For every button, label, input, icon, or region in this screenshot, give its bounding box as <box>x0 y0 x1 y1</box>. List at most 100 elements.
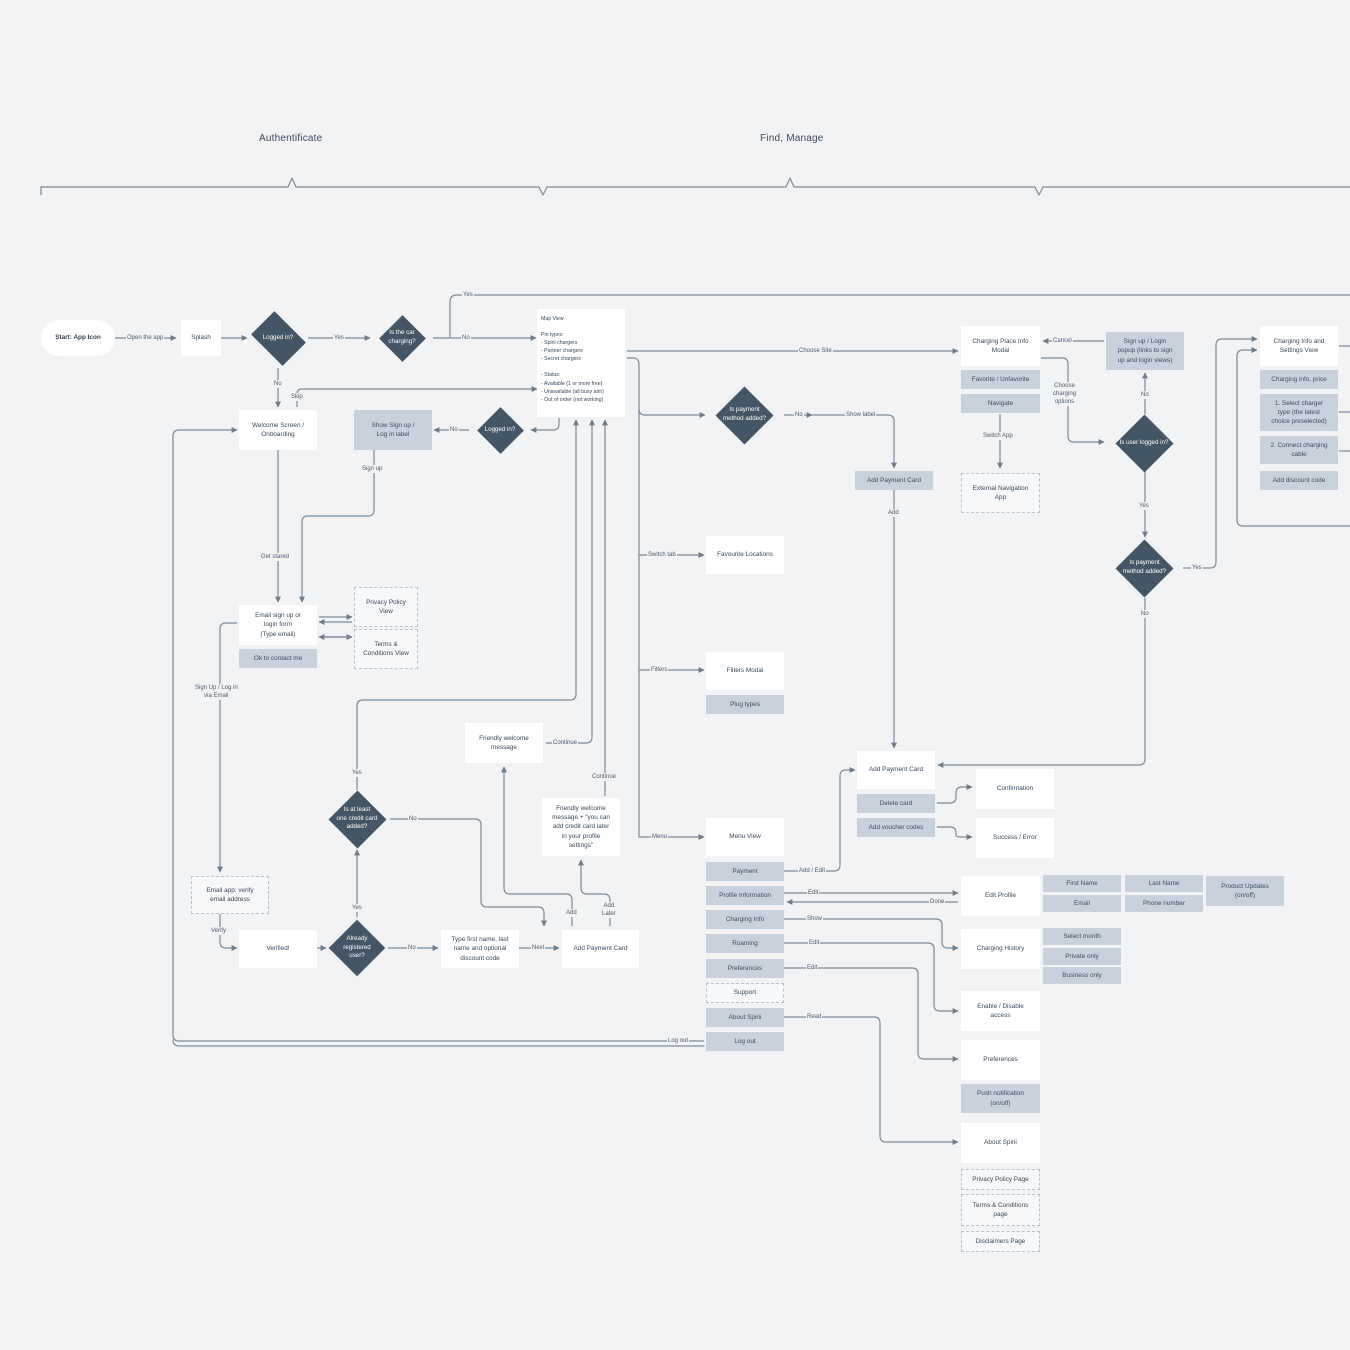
edge-label-continue: Continue <box>552 739 579 747</box>
menu-item-about-spirii[interactable]: About Spirii <box>706 1008 784 1027</box>
decision-user-logged-in: Is user logged in? <box>1104 414 1184 472</box>
privacy-policy-view[interactable]: Privacy Policy View <box>354 587 418 627</box>
push-notification-toggle[interactable]: Push notification (on/off) <box>961 1084 1040 1113</box>
business-only-filter[interactable]: Business only <box>1043 967 1121 984</box>
edge-label-get-stared: Get stared <box>260 553 291 561</box>
decision-logged-in-text: Logged in? <box>262 333 294 341</box>
edge-label-no-method: No <box>1140 610 1150 618</box>
friendly-welcome-message-later[interactable]: Friendly welcome message + "you can add … <box>542 798 620 856</box>
edge-label-skip: Skip <box>290 393 304 401</box>
decision-payment-method-charge-text: Is payment method added? <box>1122 559 1166 575</box>
section-find-manage: Find, Manage <box>760 133 824 144</box>
last-name-field[interactable]: Last Name <box>1125 875 1203 892</box>
success-error-screen[interactable]: Success / Error <box>976 818 1054 858</box>
decision-logged-in: Logged in? <box>247 310 309 366</box>
menu-item-roaming[interactable]: Roaming <box>706 934 784 953</box>
phone-number-field[interactable]: Phone number <box>1125 895 1203 912</box>
navigate-button[interactable]: Navigate <box>961 394 1040 413</box>
external-navigation-app[interactable]: External Navigation App <box>961 473 1040 513</box>
edge-label-log-out: Log out <box>667 1037 690 1045</box>
terms-conditions-view[interactable]: Terms & Conditions View <box>354 629 418 669</box>
menu-item-payment[interactable]: Payment <box>706 862 784 881</box>
edge-label-next: Next <box>531 944 546 952</box>
email-field[interactable]: Email <box>1043 895 1121 912</box>
edge-label-sign-up: Sign up <box>361 465 384 473</box>
charging-info-settings-view[interactable]: Charging Info and Settings View <box>1260 326 1338 366</box>
delete-card-button[interactable]: Delete card <box>857 794 935 813</box>
start-app-icon[interactable]: Start: App Icon <box>41 320 115 356</box>
menu-item-support[interactable]: Support <box>706 983 784 1003</box>
map-view[interactable]: Map View Pin types: - Spirii chargers - … <box>537 309 625 417</box>
charging-place-info-modal[interactable]: Charging Place Info Modal <box>961 326 1040 366</box>
edge-label-no: No <box>273 380 283 388</box>
plug-types[interactable]: Plug types <box>706 695 784 714</box>
edge-label-signup-email: Sign Up / Log in via Email <box>194 684 239 700</box>
menu-item-charging-info[interactable]: Charging Info <box>706 910 784 929</box>
add-payment-card-label[interactable]: Add Payment Card <box>855 471 933 490</box>
select-month-filter[interactable]: Select month <box>1043 928 1121 945</box>
edge-label-add: Add <box>565 909 578 917</box>
decision-user-logged-in-text: Is user logged in? <box>1119 438 1169 446</box>
favourite-locations[interactable]: Favourite Locations <box>706 536 784 574</box>
add-voucher-codes-button[interactable]: Add voucher codes <box>857 818 935 837</box>
edge-label-no-signup: No <box>449 426 459 434</box>
edge-label-read: Read <box>806 1013 823 1021</box>
menu-view[interactable]: Menu View <box>706 818 784 856</box>
add-discount-code[interactable]: Add discount code <box>1260 471 1338 490</box>
welcome-screen[interactable]: Welcome Screen / Onboarding <box>239 410 317 450</box>
signup-login-popup[interactable]: Sign up / Login popup (links to sign up … <box>1106 332 1184 370</box>
email-app-verify[interactable]: Email app: verify email address <box>191 876 269 914</box>
friendly-welcome-message[interactable]: Friendly welcome message <box>465 723 543 763</box>
edge-label-no-payment: No <box>794 411 804 419</box>
edge-label-continue-later: Continue <box>591 773 618 781</box>
email-signup-form[interactable]: Email sign up or login form (Type email) <box>239 605 317 645</box>
charging-history-screen[interactable]: Charging History <box>961 929 1040 969</box>
edge-label-add-card: Add <box>887 509 900 517</box>
first-name-field[interactable]: First Name <box>1043 875 1121 892</box>
edge-label-open-app: Open the app <box>126 334 165 342</box>
menu-item-preferences[interactable]: Preferences <box>706 959 784 978</box>
verified-screen[interactable]: Verified! <box>239 930 317 968</box>
type-name-form[interactable]: Type first name, last name and optional … <box>441 930 519 968</box>
menu-item-profile-information[interactable]: Profile Information <box>706 886 784 905</box>
menu-item-log-out[interactable]: Log out <box>706 1032 784 1051</box>
terms-conditions-page[interactable]: Terms & Conditions page <box>961 1194 1040 1226</box>
decision-already-registered: Already registered user? <box>326 919 388 977</box>
edge-label-cancel: Cancel <box>1052 337 1073 345</box>
edge-label-filters: Filters <box>650 666 669 674</box>
decision-credit-card-added-text: Is at least one credit card added? <box>336 805 378 831</box>
favorite-unfavorite-button[interactable]: Favorite / Unfavorite <box>961 370 1040 389</box>
edge-label-yes-top: Yes <box>462 291 474 299</box>
decision-payment-method-map: Is payment method added? <box>705 386 784 444</box>
decision-already-registered-text: Already registered user? <box>343 934 371 960</box>
filters-modal[interactable]: Filters Modal <box>706 652 784 690</box>
product-updates-toggle[interactable]: Product Updates (on/off) <box>1206 876 1284 906</box>
select-charger-type[interactable]: 1. Select charger type (the latest choic… <box>1260 394 1338 431</box>
edge-label-no-logged: No <box>1140 391 1150 399</box>
charging-info-price[interactable]: Charging info, price <box>1260 370 1338 389</box>
edge-label-yes-method: Yes <box>1191 564 1203 572</box>
privacy-policy-page[interactable]: Privacy Policy Page <box>961 1169 1040 1190</box>
connect-charging-cable[interactable]: 2. Connect charging cable <box>1260 436 1338 464</box>
add-payment-card-signup[interactable]: Add Payment Card <box>562 930 639 968</box>
show-signup-label[interactable]: Show Sign up / Log in label <box>354 410 432 450</box>
about-spirii-screen[interactable]: About Spirii <box>961 1123 1040 1163</box>
decision-car-charging: Is the car charging? <box>371 314 433 362</box>
confirmation-screen[interactable]: Confirmation <box>976 769 1054 809</box>
splash-screen[interactable]: Splash <box>181 320 221 356</box>
decision-payment-method-charge: Is payment method added? <box>1106 539 1183 597</box>
decision-logged-in-map: Logged in? <box>469 406 531 454</box>
section-authentificate: Authentificate <box>259 133 323 144</box>
edge-label-edit-roaming: Edit <box>808 939 821 947</box>
edge-label-no-registered: No <box>407 944 417 952</box>
disclaimers-page[interactable]: Disclaimers Page <box>961 1231 1040 1252</box>
preferences-screen[interactable]: Preferences <box>961 1040 1040 1080</box>
decision-payment-method-map-text: Is payment method added? <box>722 406 766 422</box>
ok-to-contact-checkbox[interactable]: Ok to contact me <box>239 649 317 668</box>
edge-label-edit-profile: Edit <box>807 889 820 897</box>
edit-profile-screen[interactable]: Edit Profile <box>961 876 1040 916</box>
add-payment-card-screen[interactable]: Add Payment Card <box>857 751 935 789</box>
private-only-filter[interactable]: Private only <box>1043 948 1121 965</box>
enable-disable-access[interactable]: Enable / Disable access <box>961 991 1040 1031</box>
